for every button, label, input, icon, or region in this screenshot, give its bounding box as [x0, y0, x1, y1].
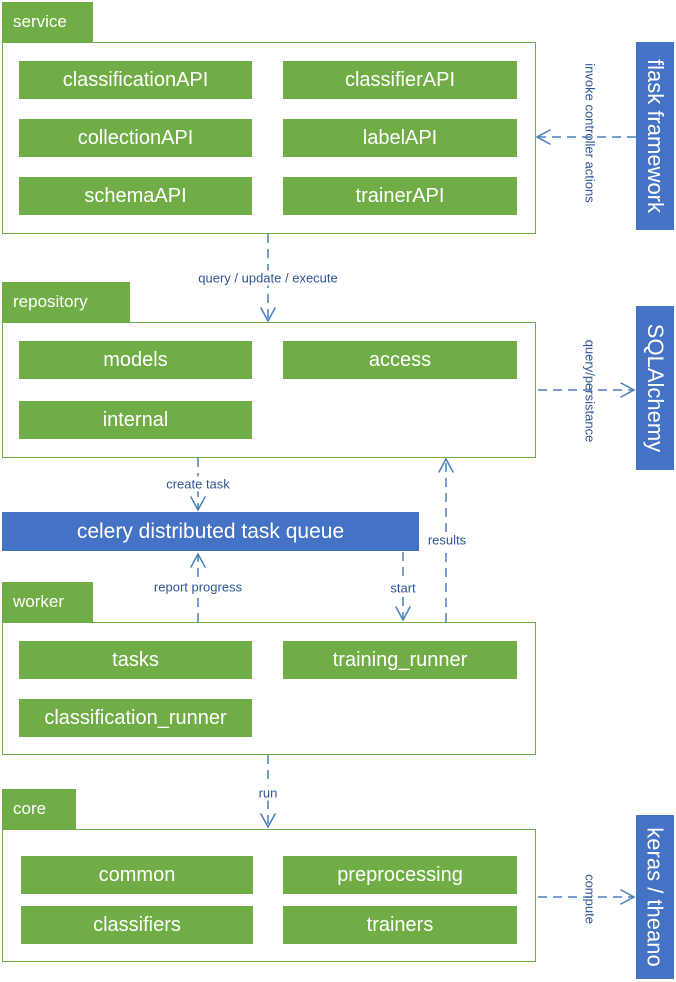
edge-label-compute: compute [582, 874, 598, 924]
edge-label-invoke-controller-actions: invoke controller actions [582, 63, 598, 203]
arrowhead-down-icon [190, 496, 206, 512]
arrowhead-up-icon [190, 552, 206, 568]
service-layer-title: service [2, 2, 93, 42]
worker-layer-title: worker [2, 582, 93, 622]
arrowhead-down-icon [260, 307, 276, 323]
module-labelapi: labelAPI [283, 119, 517, 157]
module-tasks: tasks [19, 641, 252, 679]
edge-label-start: start [387, 580, 419, 596]
module-training-runner: training_runner [283, 641, 517, 679]
external-flask-label: flask framework [643, 58, 669, 214]
module-internal: internal [19, 401, 252, 439]
arrowhead-up-icon [438, 457, 454, 473]
module-collectionapi: collectionAPI [19, 119, 252, 157]
arrowhead-right-icon [620, 382, 636, 398]
external-sqlalchemy: SQLAlchemy [636, 306, 674, 470]
edge-label-run: run [255, 785, 281, 801]
celery-task-queue: celery distributed task queue [2, 512, 419, 551]
arrowhead-down-icon [260, 813, 276, 829]
arrowhead-right-icon [620, 889, 636, 905]
module-preprocessing: preprocessing [283, 856, 517, 894]
module-classifiers: classifiers [21, 906, 253, 944]
edge-label-query-update-execute: query / update / execute [195, 270, 341, 286]
core-layer-title: core [2, 789, 76, 829]
edge-label-report-progress: report progress [150, 579, 246, 595]
edge-label-create-task: create task [163, 476, 233, 492]
module-classification-runner: classification_runner [19, 699, 252, 737]
module-classifierapi: classifierAPI [283, 61, 517, 99]
module-common: common [21, 856, 253, 894]
edge-label-query-persistance: query/persistance [582, 339, 598, 443]
repository-layer-title: repository [2, 282, 130, 322]
module-access: access [283, 341, 517, 379]
module-models: models [19, 341, 252, 379]
edge-label-results: results [424, 532, 470, 548]
arrowhead-left-icon [535, 129, 551, 145]
module-trainerapi: trainerAPI [283, 177, 517, 215]
external-keras-label: keras / theano [643, 827, 668, 967]
module-trainers: trainers [283, 906, 517, 944]
external-sqlalchemy-label: SQLAlchemy [643, 323, 669, 453]
module-classificationapi: classificationAPI [19, 61, 252, 99]
external-keras-theano: keras / theano [636, 815, 674, 979]
arrowhead-down-icon [395, 606, 411, 622]
module-schemaapi: schemaAPI [19, 177, 252, 215]
external-flask-framework: flask framework [636, 42, 674, 230]
